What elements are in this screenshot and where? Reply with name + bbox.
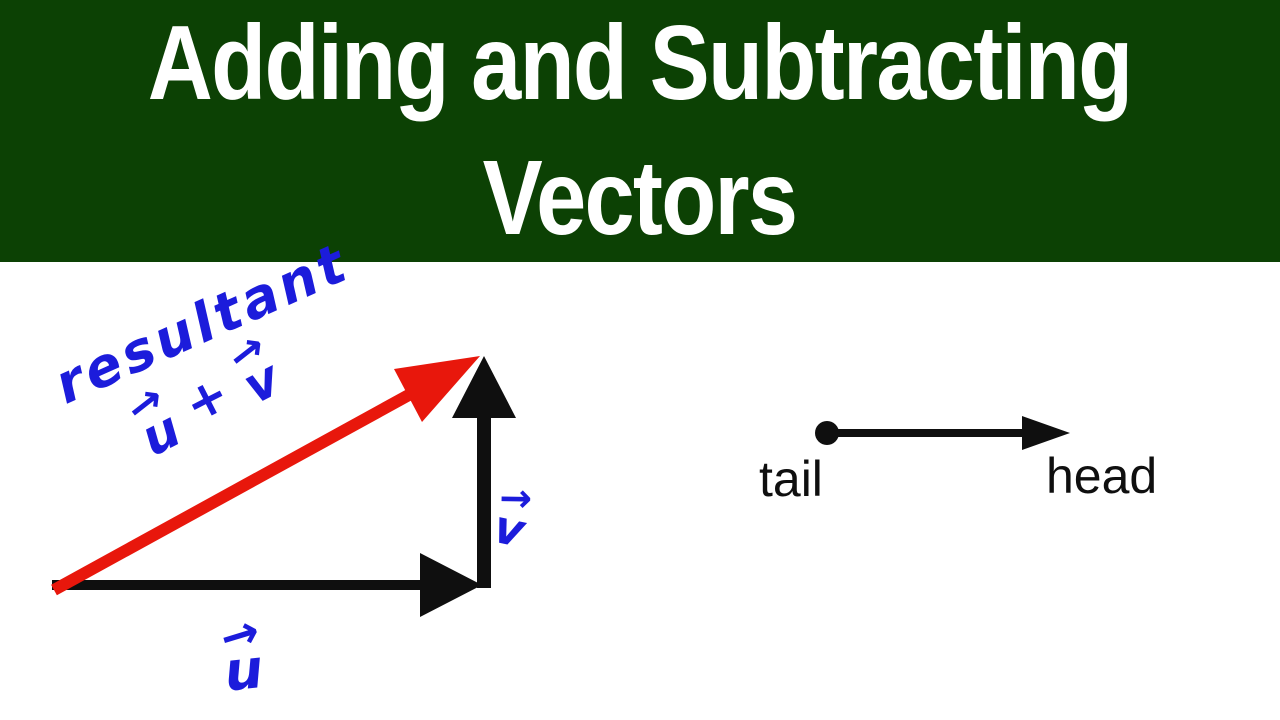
- title-banner: Adding and Subtracting Vectors: [0, 0, 1280, 262]
- u-vector-symbol: → u: [213, 602, 266, 704]
- v-vector-arrowhead-icon: [452, 356, 516, 418]
- title-line-2: Vectors: [483, 139, 798, 257]
- title-line-1: Adding and Subtracting: [148, 3, 1133, 122]
- tail-head-arrowhead-icon: [1022, 416, 1070, 450]
- resultant-vector-arrowhead-icon: [394, 356, 480, 422]
- tail-label: tail: [759, 451, 823, 507]
- head-label: head: [1046, 448, 1158, 504]
- vector-arrow-icon: →: [498, 475, 533, 522]
- vector-diagram-canvas: [51, 356, 1070, 617]
- resultant-vector-line: [51, 379, 430, 596]
- u-vector-arrowhead-icon: [420, 553, 482, 617]
- vector-arrow-icon: →: [213, 602, 266, 666]
- plus-sign: +: [174, 363, 239, 435]
